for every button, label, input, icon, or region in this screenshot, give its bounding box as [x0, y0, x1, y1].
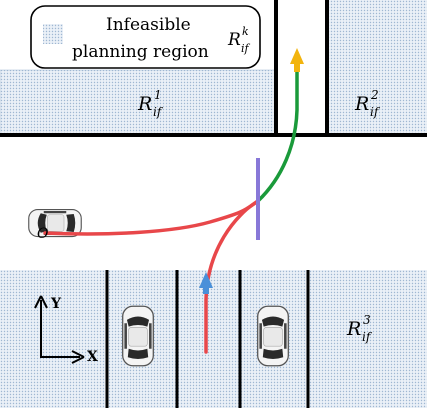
label-r3-symbol: R: [346, 318, 361, 340]
parked-car-2-icon: [256, 305, 290, 367]
label-r1-sub: if: [153, 105, 164, 119]
label-r3: R 3 if: [346, 313, 373, 344]
blue-arrow-stem: [203, 286, 209, 294]
orange-arrow-stem: [294, 62, 300, 72]
legend-sub: if: [241, 42, 251, 55]
legend-line1: Infeasible: [106, 15, 191, 35]
legend-swatch: [43, 24, 63, 44]
legend-sup: k: [242, 25, 249, 38]
label-r1-sup: 1: [154, 88, 162, 102]
orange-arrow-up-icon: [290, 48, 304, 64]
label-r2: R 2 if: [354, 88, 381, 119]
origin-label: O: [37, 226, 49, 242]
walls: [0, 0, 427, 137]
label-r1-symbol: R: [137, 93, 152, 115]
parking-dividers: [105, 270, 310, 408]
label-r3-sup: 3: [363, 313, 371, 327]
region-r3: [0, 270, 427, 408]
label-r3-sub: if: [362, 330, 373, 344]
axis-y-label: Y: [50, 296, 62, 312]
axes-icon: Y X: [34, 295, 98, 365]
legend-symbol: R: [227, 30, 241, 50]
legend-symbol-r: R: [227, 30, 241, 50]
legend-line2: planning region: [72, 42, 209, 62]
axis-x-label: X: [87, 349, 98, 365]
label-r2-symbol: R: [354, 93, 369, 115]
blue-arrow-up-icon: [199, 272, 213, 288]
label-r2-sub: if: [370, 105, 381, 119]
legend-box: Infeasible planning region R k if: [30, 5, 261, 69]
region-r2: [327, 0, 427, 135]
green-path: [256, 70, 299, 203]
region-r1: [0, 69, 277, 136]
parked-car-1-icon: [121, 305, 155, 367]
label-r2-sup: 2: [370, 88, 379, 102]
label-r1: R 1 if: [137, 88, 164, 119]
